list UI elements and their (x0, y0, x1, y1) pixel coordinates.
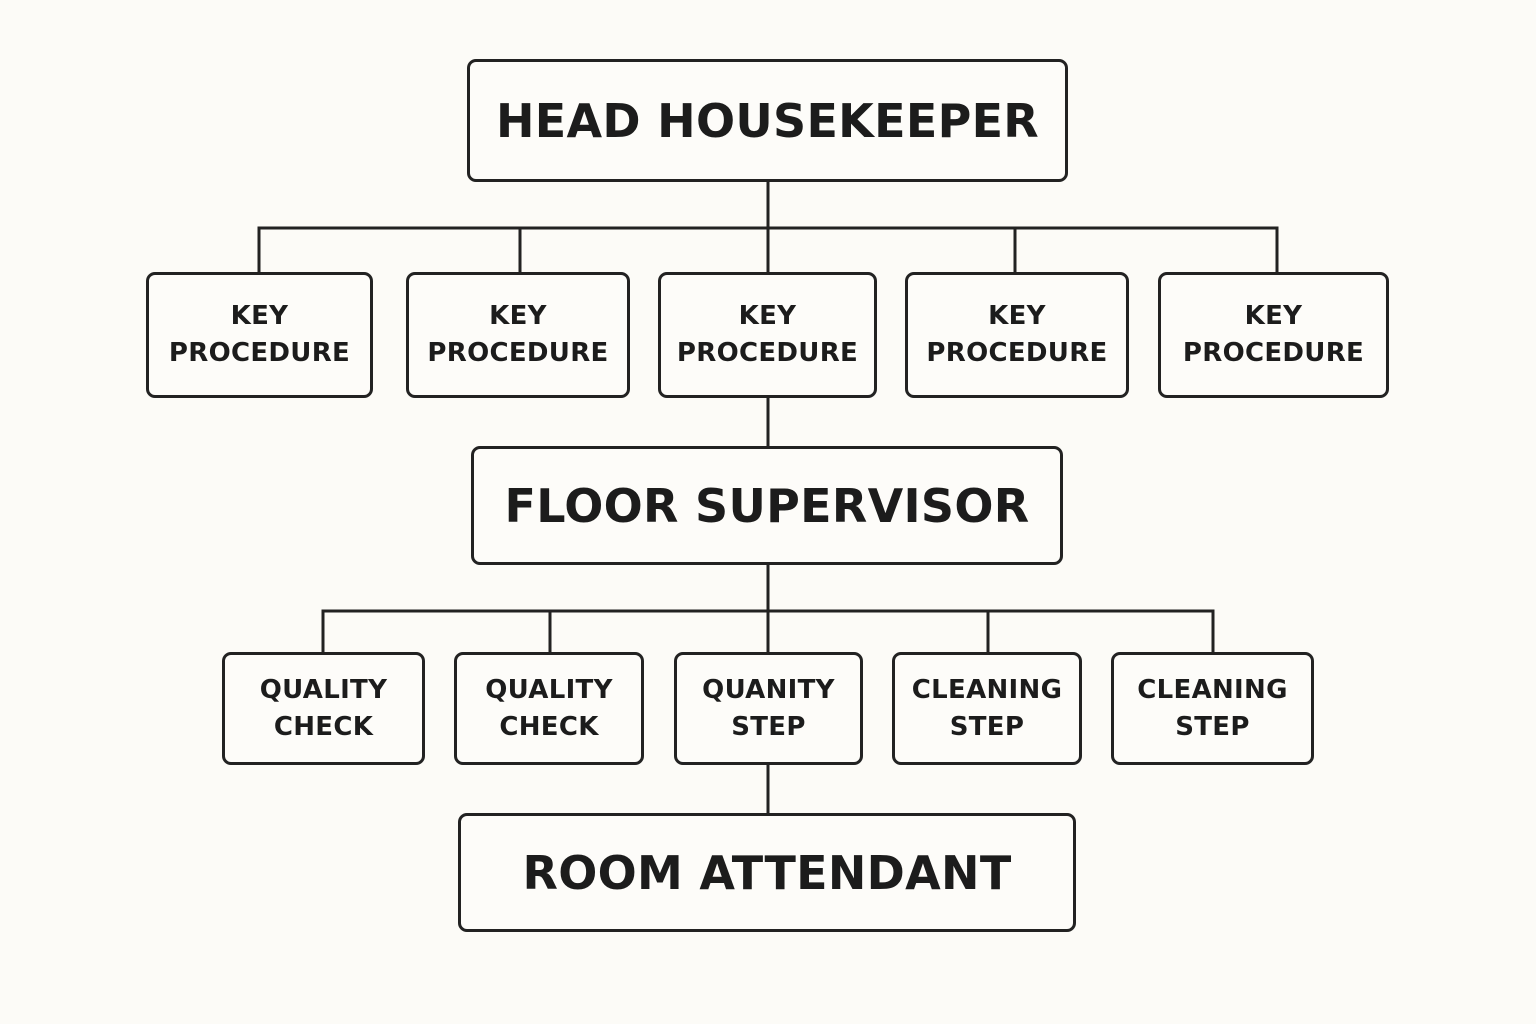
quality-check-box-2: QUALITY CHECK (454, 652, 644, 765)
cleaning-step-box-1: CLEANING STEP (892, 652, 1082, 765)
box-line-1: QUANITY (702, 674, 835, 705)
box-line-2: PROCEDURE (926, 338, 1108, 368)
key-procedure-box-5: KEY PROCEDURE (1158, 272, 1389, 398)
box-line-2: STEP (1175, 711, 1250, 742)
key-procedure-box-1: KEY PROCEDURE (146, 272, 373, 398)
box-line-1: KEY (230, 301, 289, 331)
box-line-1: QUALITY (259, 674, 388, 705)
head-housekeeper-box: HEAD HOUSEKEEPER (467, 59, 1068, 182)
box-line-2: STEP (949, 711, 1025, 742)
room-attendant-label: ROOM ATTENDANT (522, 845, 1012, 900)
box-line-1: CLEANING (911, 674, 1063, 705)
box-line-1: KEY (489, 301, 547, 331)
box-line-2: PROCEDURE (168, 338, 351, 368)
box-line-2: PROCEDURE (676, 338, 859, 368)
box-line-2: PROCEDURE (427, 338, 609, 368)
key-procedure-box-2: KEY PROCEDURE (406, 272, 630, 398)
box-line-1: KEY (1244, 301, 1303, 331)
key-procedure-box-3: KEY PROCEDURE (658, 272, 877, 398)
box-line-2: CHECK (273, 711, 374, 742)
floor-supervisor-label: FLOOR SUPERVISOR (504, 478, 1030, 533)
box-line-2: STEP (731, 711, 806, 742)
box-line-1: KEY (988, 301, 1046, 331)
floor-supervisor-box: FLOOR SUPERVISOR (471, 446, 1063, 565)
key-procedure-box-4: KEY PROCEDURE (905, 272, 1129, 398)
box-line-1: KEY (738, 301, 797, 331)
quanity-step-box: QUANITY STEP (674, 652, 863, 765)
box-line-2: CHECK (499, 711, 599, 742)
cleaning-step-box-2: CLEANING STEP (1111, 652, 1314, 765)
quality-check-box-1: QUALITY CHECK (222, 652, 425, 765)
box-line-2: PROCEDURE (1182, 338, 1365, 368)
head-housekeeper-label: HEAD HOUSEKEEPER (495, 93, 1040, 148)
box-line-1: CLEANING (1137, 674, 1288, 705)
box-line-1: QUALITY (485, 674, 613, 705)
room-attendant-box: ROOM ATTENDANT (458, 813, 1076, 932)
